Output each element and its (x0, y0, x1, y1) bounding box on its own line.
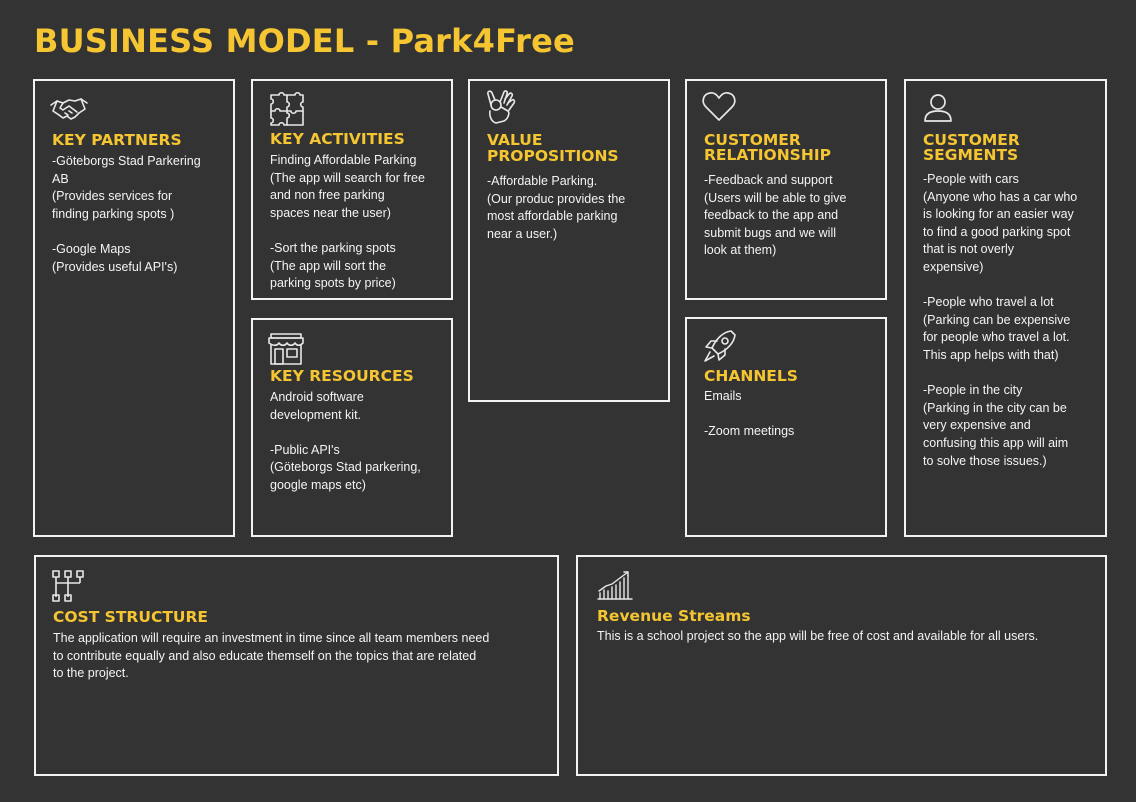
key-activities-text: Finding Affordable Parking (The app will… (270, 153, 425, 291)
key-resources-box: KEY RESOURCES Android software developme… (251, 318, 453, 537)
value-propositions-box: VALUE PROPOSITIONS -Affordable Parking. … (468, 79, 670, 402)
customer-segments-box: CUSTOMER SEGMENTS -People with cars (Any… (904, 79, 1107, 537)
value-propositions-title-2: PROPOSITIONS (487, 147, 619, 165)
customer-relationship-text: -Feedback and support (Users will be abl… (704, 173, 847, 258)
key-resources-title: KEY RESOURCES (270, 367, 414, 385)
customer-relationship-title-2: RELATIONSHIP (704, 146, 831, 164)
ok-hand-icon (484, 89, 524, 125)
store-icon (267, 330, 307, 366)
customer-segments-title-2: SEGMENTS (923, 146, 1019, 164)
revenue-streams-box: Revenue Streams This is a school project… (576, 555, 1107, 776)
key-resources-text: Android software development kit. -Publi… (270, 390, 421, 492)
channels-box: CHANNELS Emails -Zoom meetings (685, 317, 887, 537)
cost-structure-title: COST STRUCTURE (53, 608, 208, 626)
revenue-streams-text: This is a school project so the app will… (597, 629, 1039, 643)
handshake-icon (49, 91, 89, 127)
heart-icon (701, 89, 741, 125)
customer-relationship-title-1: CUSTOMER (704, 131, 801, 149)
puzzle-icon (267, 91, 307, 127)
revenue-streams-title: Revenue Streams (597, 607, 751, 625)
channels-text: Emails -Zoom meetings (704, 389, 795, 439)
key-partners-box: KEY PARTNERS -Göteborgs Stad Parkering A… (33, 79, 235, 537)
value-propositions-title-1: VALUE (487, 131, 543, 149)
cost-structure-box: COST STRUCTURE The application will requ… (34, 555, 559, 776)
structure-icon (50, 569, 90, 605)
key-activities-box: KEY ACTIVITIES Finding Affordable Parkin… (251, 79, 453, 300)
user-icon (920, 91, 960, 127)
growth-chart-icon (596, 569, 636, 605)
customer-segments-text: -People with cars (Anyone who has a car … (923, 172, 1078, 468)
rocket-icon (701, 329, 741, 365)
cost-structure-text: The application will require an investme… (53, 631, 490, 681)
key-partners-text: -Göteborgs Stad Parkering AB (Provides s… (52, 154, 201, 274)
key-partners-title: KEY PARTNERS (52, 131, 182, 149)
customer-relationship-box: CUSTOMER RELATIONSHIP -Feedback and supp… (685, 79, 887, 300)
key-activities-title: KEY ACTIVITIES (270, 130, 405, 148)
value-propositions-text: -Affordable Parking. (Our produc provide… (487, 174, 626, 241)
channels-title: CHANNELS (704, 367, 798, 385)
page-title: BUSINESS MODEL - Park4Free (34, 22, 575, 60)
customer-segments-title-1: CUSTOMER (923, 131, 1020, 149)
